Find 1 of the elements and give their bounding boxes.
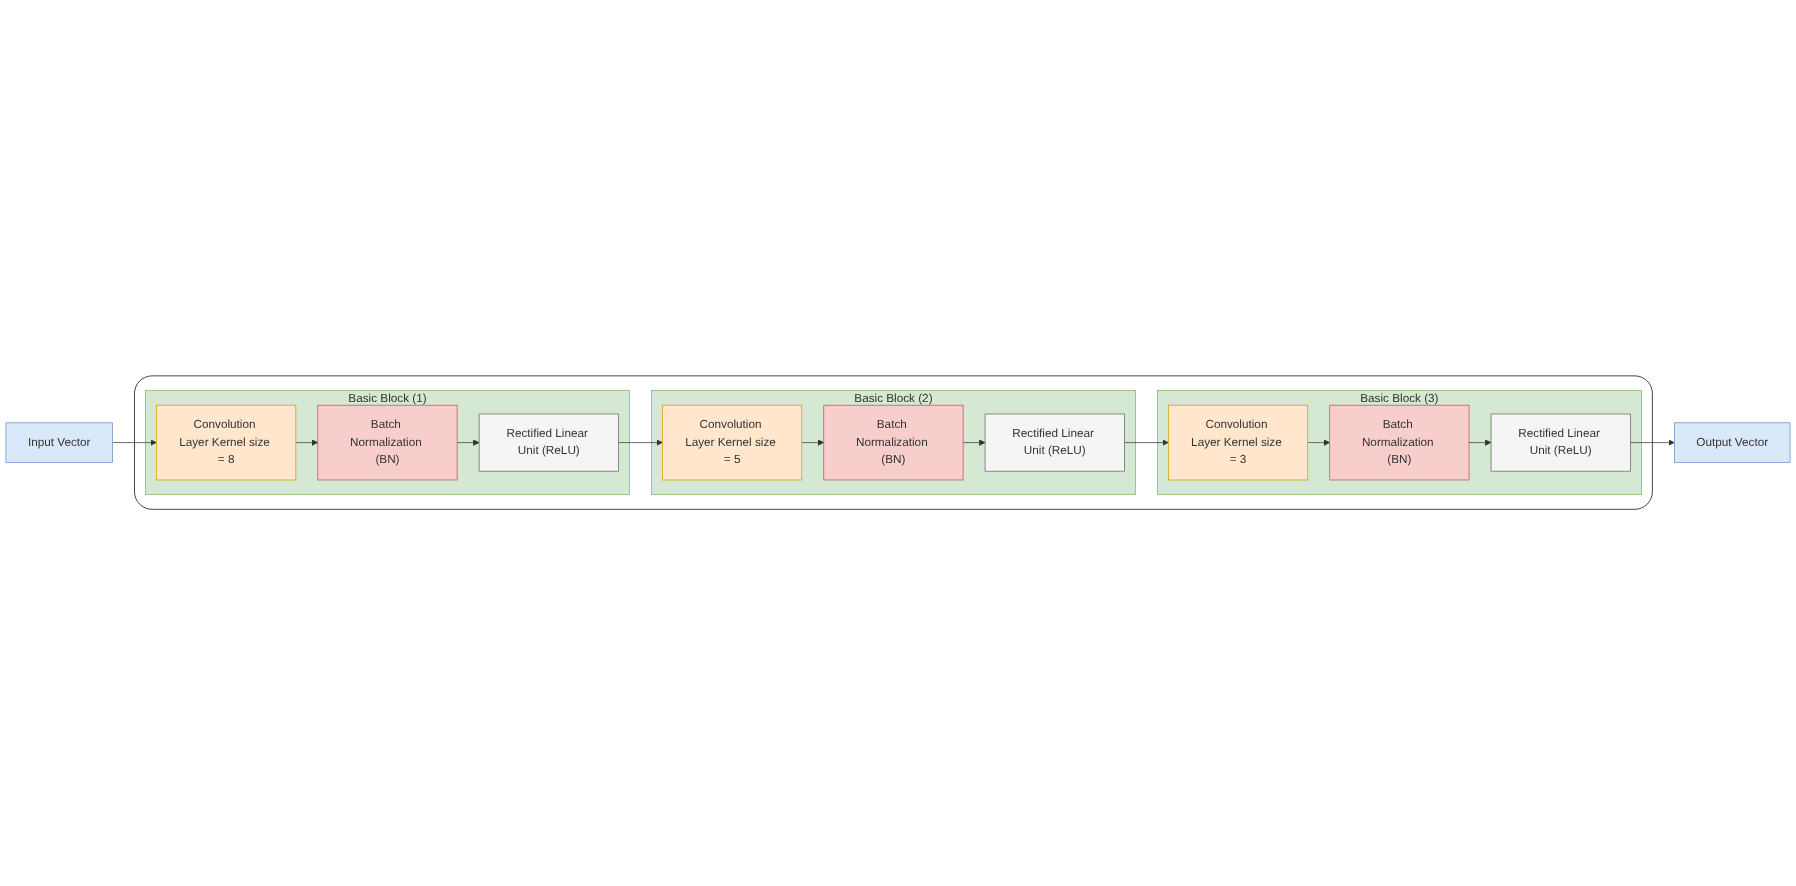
cluster <box>134 375 1653 511</box>
